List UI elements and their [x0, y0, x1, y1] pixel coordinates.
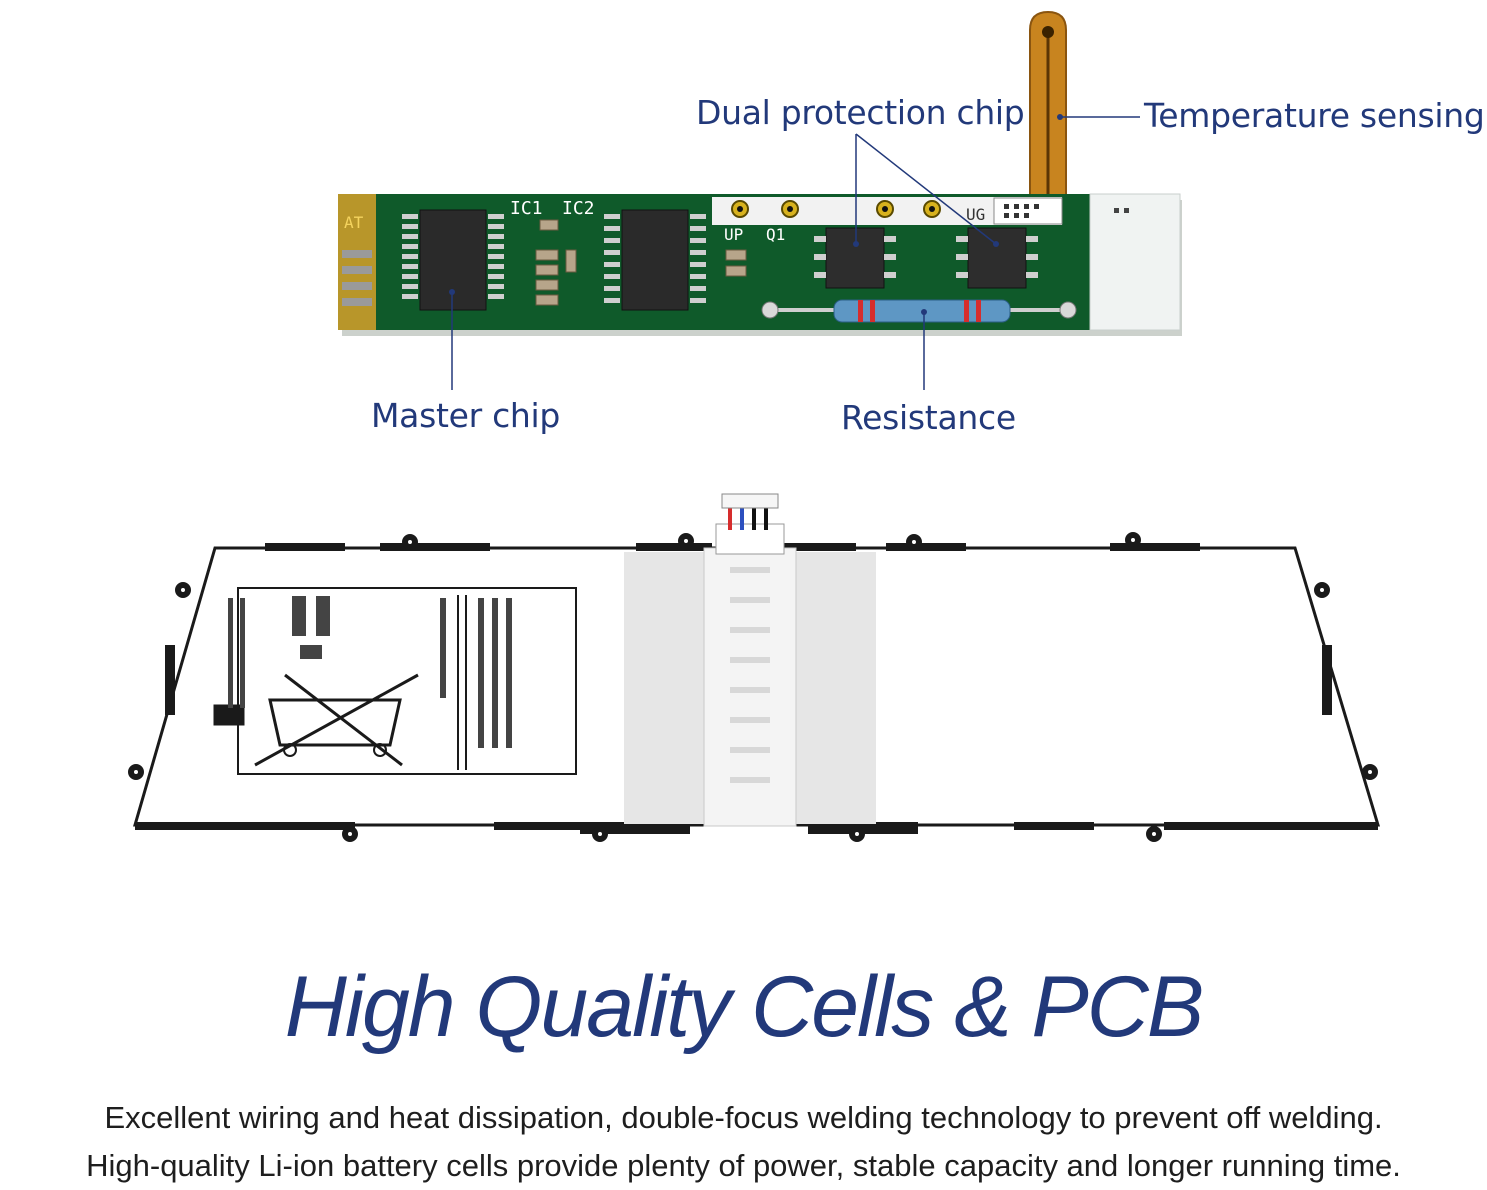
- body-text-line-1: Excellent wiring and heat dissipation, d…: [104, 1100, 1383, 1135]
- protection-chip-1: [814, 227, 896, 289]
- silk-ic1: IC1: [510, 198, 543, 219]
- body-text-line-2: High-quality Li-ion battery cells provid…: [86, 1148, 1401, 1183]
- callout-temperature-sensing: Temperature sensing: [1144, 96, 1485, 135]
- callout-master-chip: Master chip: [371, 396, 561, 435]
- silk-q1: Q1: [766, 225, 785, 244]
- callout-resistance: Resistance: [841, 398, 1016, 437]
- secondary-chip: [604, 209, 706, 311]
- callout-dual-protection: Dual protection chip: [696, 93, 1025, 132]
- battery-label: [213, 587, 577, 775]
- battery-connector: [715, 493, 785, 555]
- pcb-illustration: IC1 IC2 AT UP Q1 UG: [338, 10, 1182, 390]
- silk-up: UP: [724, 225, 743, 244]
- protection-chip-2: [956, 227, 1038, 289]
- silk-ic2: IC2: [562, 198, 595, 219]
- callout-leader-lines: [451, 116, 1140, 390]
- battery-illustration: [128, 493, 1381, 842]
- silk-at: AT: [344, 213, 364, 232]
- silk-ug: UG: [966, 205, 985, 224]
- headline: High Quality Cells & PCB: [284, 959, 1204, 1055]
